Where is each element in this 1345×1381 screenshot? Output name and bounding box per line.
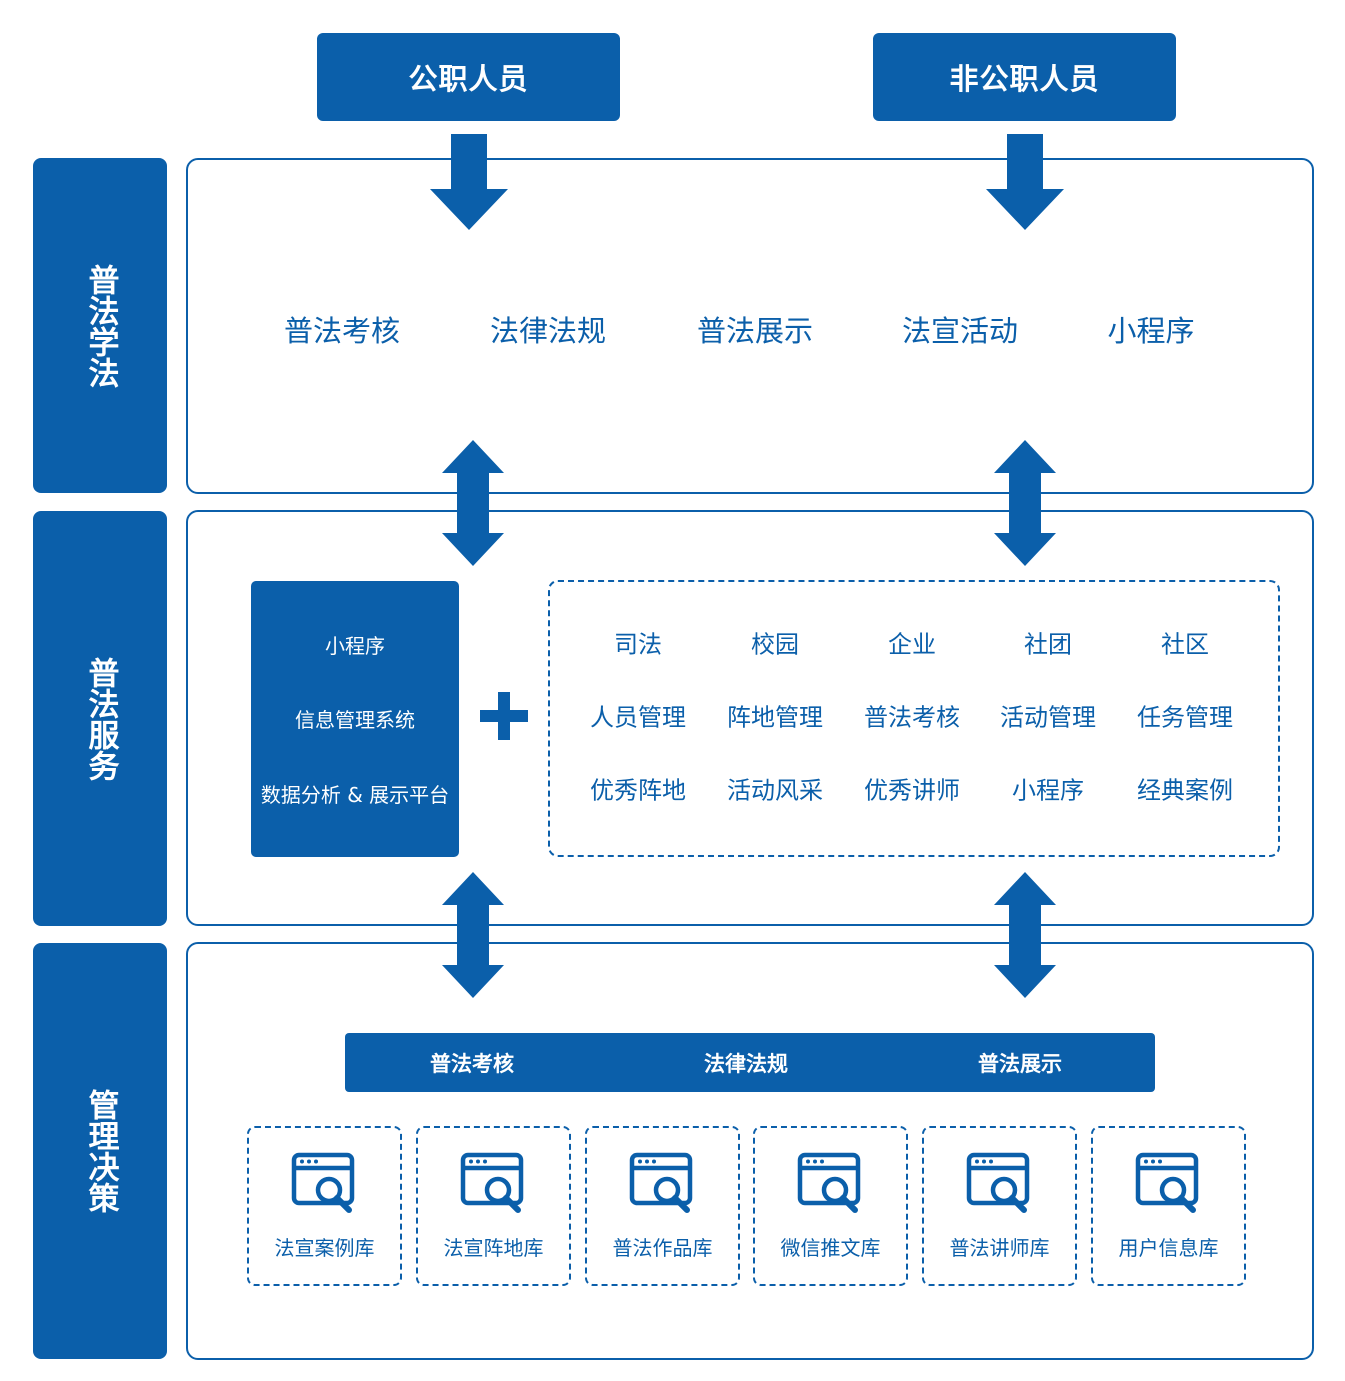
grid-cell: 活动风采 xyxy=(727,776,823,805)
library-label: 微信推文库 xyxy=(780,1236,881,1260)
grid-cell: 普法考核 xyxy=(864,703,960,732)
management-bar-item: 普法考核 xyxy=(430,1051,514,1076)
double-arrow-icon xyxy=(442,872,504,998)
browser-search-icon xyxy=(966,1152,1029,1213)
panel-management xyxy=(186,942,1314,1360)
learning-item: 法律法规 xyxy=(489,314,607,348)
management-bar-item: 法律法规 xyxy=(704,1051,788,1076)
library-wechat: 微信推文库 xyxy=(753,1126,908,1286)
browser-search-icon xyxy=(1135,1152,1198,1213)
arrow-down-icon xyxy=(986,134,1064,230)
learning-item: 法宣活动 xyxy=(901,314,1019,348)
grid-cell: 校园 xyxy=(751,630,799,659)
library-label: 用户信息库 xyxy=(1118,1236,1219,1260)
arrow-down-icon xyxy=(430,134,508,230)
audience-non-public-officials-label: 非公职人员 xyxy=(949,62,1100,96)
system-line-info-management: 信息管理系统 xyxy=(295,708,415,733)
grid-cell: 小程序 xyxy=(1012,776,1084,805)
audience-public-officials: 公职人员 xyxy=(317,33,620,121)
side-bar-service-label: 普法服务 xyxy=(82,656,119,781)
double-arrow-icon xyxy=(994,872,1056,998)
grid-cell: 社区 xyxy=(1161,630,1209,659)
grid-cell: 人员管理 xyxy=(590,703,686,732)
system-box: 小程序 信息管理系统 数据分析 & 展示平台 xyxy=(251,581,459,857)
library-user-info: 用户信息库 xyxy=(1091,1126,1246,1286)
plus-icon xyxy=(480,692,528,740)
library-case: 法宣案例库 xyxy=(247,1126,402,1286)
browser-search-icon xyxy=(460,1152,523,1213)
grid-cell: 阵地管理 xyxy=(727,703,823,732)
side-bar-management-label: 管理决策 xyxy=(82,1089,119,1213)
grid-cell: 任务管理 xyxy=(1137,703,1233,732)
side-bar-management: 管理决策 xyxy=(33,943,167,1359)
grid-cell: 司法 xyxy=(614,630,662,659)
learning-item: 普法展示 xyxy=(696,314,814,348)
learning-item: 普法考核 xyxy=(283,314,401,348)
grid-cell: 经典案例 xyxy=(1137,776,1233,805)
grid-cell: 活动管理 xyxy=(1000,703,1096,732)
plus-symbol-text: + xyxy=(0,0,1,1)
library-label: 法宣案例库 xyxy=(274,1236,375,1260)
panel-learning xyxy=(186,158,1314,494)
side-bar-service: 普法服务 xyxy=(33,511,167,926)
learning-item: 小程序 xyxy=(1107,314,1195,348)
grid-cell: 优秀讲师 xyxy=(864,776,960,805)
browser-search-icon xyxy=(291,1152,354,1213)
browser-search-icon xyxy=(629,1152,692,1213)
management-bar: 普法考核 法律法规 普法展示 xyxy=(345,1033,1155,1092)
library-site: 法宣阵地库 xyxy=(416,1126,571,1286)
side-bar-learning: 普法学法 xyxy=(33,158,167,493)
audience-public-officials-label: 公职人员 xyxy=(408,62,529,96)
management-bar-item: 普法展示 xyxy=(978,1051,1062,1076)
service-grid-box xyxy=(548,580,1280,857)
library-works: 普法作品库 xyxy=(585,1126,740,1286)
library-lecturer: 普法讲师库 xyxy=(922,1126,1077,1286)
side-bar-learning-label: 普法学法 xyxy=(82,263,119,388)
browser-search-icon xyxy=(797,1152,860,1213)
library-label: 普法讲师库 xyxy=(949,1236,1050,1260)
double-arrow-icon xyxy=(442,440,504,566)
library-label: 普法作品库 xyxy=(612,1236,713,1260)
grid-cell: 企业 xyxy=(888,630,936,659)
grid-cell: 优秀阵地 xyxy=(590,776,686,805)
system-line-analytics-platform: 数据分析 & 展示平台 xyxy=(260,783,450,808)
library-label: 法宣阵地库 xyxy=(443,1236,544,1260)
grid-cell: 社团 xyxy=(1024,630,1072,659)
audience-non-public-officials: 非公职人员 xyxy=(873,33,1176,121)
double-arrow-icon xyxy=(994,440,1056,566)
system-line-miniprogram: 小程序 xyxy=(325,633,385,658)
